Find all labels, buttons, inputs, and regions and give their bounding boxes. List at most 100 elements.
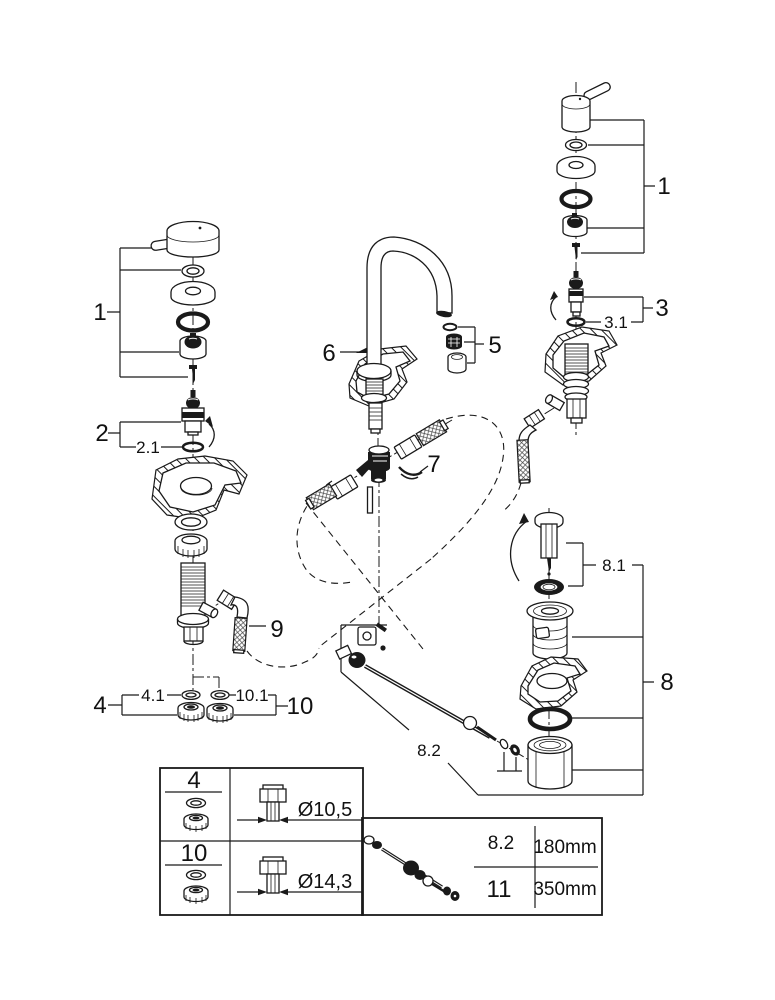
callout-part8-2: 8.2 [417, 741, 441, 760]
screw-right [572, 243, 580, 260]
bracket-part3 [584, 296, 653, 323]
bracket-part1-right [581, 119, 655, 254]
table-part10-number: 10 [181, 840, 208, 867]
leader-flag-part6 [356, 347, 368, 353]
diameter-value-row10: Ø14,3 [298, 871, 352, 893]
washer-left [181, 264, 205, 278]
callout-part9: 9 [270, 616, 283, 643]
table-part4-number: 4 [187, 767, 200, 794]
sink-cutaway-drain [519, 656, 588, 710]
seal-part8-1 [534, 579, 564, 595]
callout-part3-1: 3.1 [604, 313, 628, 332]
o-ring-part8 [527, 706, 573, 732]
bracket-part8-1 [566, 542, 643, 587]
hose-length-table: 8.2 180mm 11 350mm [361, 817, 603, 916]
callout-part1-right: 1 [657, 173, 670, 200]
left-valve-assembly [150, 220, 249, 723]
flat-washer-left [174, 513, 208, 531]
handle-right [561, 81, 611, 133]
spout-tip [436, 310, 452, 318]
aerator-insert [446, 333, 462, 350]
seal-washer-part10-1 [210, 689, 230, 701]
diameter-value-row4: Ø10,5 [298, 799, 352, 821]
o-ring-part2-1 [181, 441, 205, 453]
rotation-arrow-plug [509, 513, 529, 582]
length-part-8-2: 8.2 [488, 833, 514, 854]
o-ring-part3-1 [566, 316, 586, 328]
hose-end-diagram-row4: Ø10,5 [237, 784, 362, 824]
drain-assembly-part8 [335, 511, 588, 790]
hose-end-diagram-row10: Ø14,3 [237, 856, 362, 896]
length-value-8-2: 180mm [533, 837, 596, 858]
bracket-part8 [478, 565, 654, 796]
rotation-arrow-part3 [550, 291, 558, 321]
drain-flange [526, 601, 574, 660]
union-nut-part10 [206, 702, 234, 723]
seal-washer-part4-1 [181, 689, 201, 701]
rotation-arrow-part2 [205, 416, 215, 448]
shank-outlet-right [544, 394, 566, 412]
callout-part4-1: 4.1 [141, 686, 165, 705]
aerator-sleeve [447, 352, 467, 374]
tee-connector [304, 418, 450, 511]
tee-nut-right [393, 434, 423, 460]
sink-cutaway-left [151, 455, 248, 520]
nut-icon-row4 [183, 813, 209, 832]
length-value-11: 350mm [533, 879, 596, 900]
hose-elbow-part9-right [516, 408, 546, 484]
escutcheon-right [556, 155, 596, 180]
pop-up-rod-upper [366, 486, 374, 514]
callout-part1-left: 1 [93, 299, 106, 326]
bracket-part2 [108, 421, 182, 448]
o-ring-right-large [559, 188, 593, 210]
callout-part3: 3 [655, 295, 668, 322]
cap-part-right [562, 213, 588, 238]
cartridge-part3 [568, 271, 584, 317]
callout-labels: 1 2 2.1 4 4.1 10.1 10 9 6 5 7 1 3 3.1 8.… [93, 173, 673, 760]
hose-elbow-part9 [216, 589, 249, 654]
length-part-11: 11 [487, 876, 512, 903]
aerator-o-ring [442, 322, 458, 332]
callout-part4: 4 [93, 692, 106, 719]
cap-part-left [179, 333, 207, 360]
right-valve-assembly [516, 81, 618, 484]
escutcheon-left [170, 280, 216, 306]
bracket-part1-left [107, 247, 188, 378]
spout-base [356, 362, 392, 434]
bracket-part8-2 [340, 624, 522, 796]
tee-hose-left [304, 482, 338, 511]
aerator-part5 [442, 322, 467, 374]
threaded-shank-right [544, 343, 590, 424]
o-ring-left-large [175, 311, 211, 333]
union-nut-part4 [177, 701, 205, 722]
screw-left [189, 365, 197, 383]
callout-part2-1: 2.1 [136, 438, 160, 457]
center-spout-assembly [304, 236, 467, 514]
cartridge-part2 [181, 390, 205, 436]
callout-part5: 5 [488, 332, 501, 359]
threaded-shank-left [176, 562, 219, 646]
washer-icon-row4 [185, 797, 207, 809]
leader-part7 [419, 465, 429, 473]
centerlines [192, 82, 577, 788]
hose-diameter-table: 4 10 [159, 767, 364, 916]
washer-right [564, 138, 588, 152]
callout-part8: 8 [660, 669, 673, 696]
popup-plug [534, 511, 564, 576]
callout-part2: 2 [95, 420, 108, 447]
callout-part10-1: 10.1 [235, 686, 268, 705]
shank-outlet-left [198, 601, 219, 619]
callout-part7: 7 [427, 451, 440, 478]
bracket-part4 [108, 694, 181, 716]
bracket-part5 [458, 326, 484, 364]
clip-part7 [398, 466, 423, 480]
bracket-part10 [229, 694, 288, 716]
callout-part8-1: 8.1 [602, 556, 626, 575]
drain-body-lower [527, 735, 573, 790]
nut-icon-row10 [183, 885, 209, 904]
callout-part6: 6 [322, 340, 335, 367]
handle-left [150, 220, 220, 258]
popup-rod-icon [363, 835, 460, 901]
